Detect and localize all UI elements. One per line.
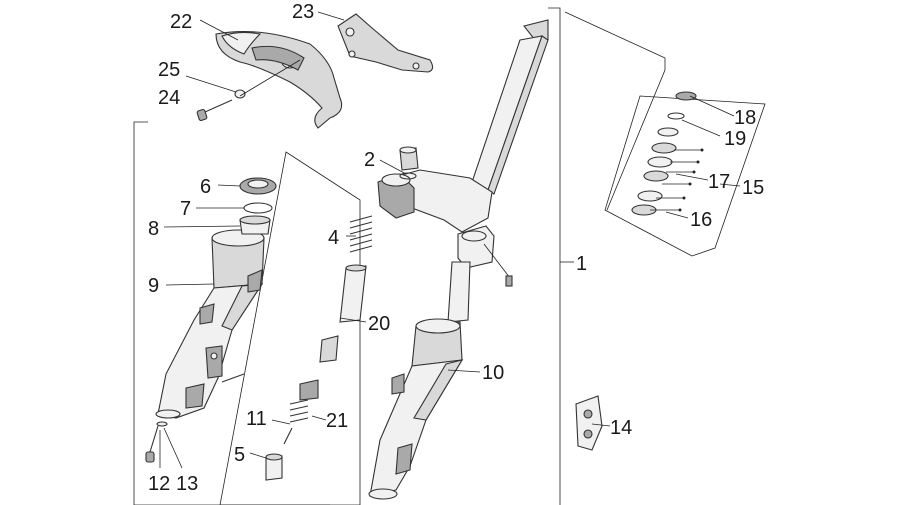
steering-column-1 <box>377 19 549 287</box>
sleeve-part <box>319 335 339 363</box>
callout-18: 18 <box>734 107 756 129</box>
callout-numbers: 1 2 4 5 6 7 8 9 10 11 12 13 14 15 16 17 … <box>148 1 764 495</box>
washer-13 <box>156 421 168 427</box>
callout-10: 10 <box>482 362 504 384</box>
rod-11 <box>283 427 293 445</box>
bracket-fork-internals <box>219 151 361 505</box>
callout-2: 2 <box>364 149 375 171</box>
callout-16: 16 <box>690 209 712 231</box>
screw-24 <box>196 99 233 122</box>
callout-15: 15 <box>742 177 764 199</box>
bracket-steering-bearing-kit <box>564 11 766 257</box>
callout-9: 9 <box>148 275 159 297</box>
bush-5 <box>265 453 283 481</box>
callout-19: 19 <box>724 128 746 150</box>
callout-22: 22 <box>170 11 192 33</box>
callout-21: 21 <box>326 410 348 432</box>
callout-5: 5 <box>234 444 245 466</box>
callout-6: 6 <box>200 176 211 198</box>
callout-14: 14 <box>610 417 632 439</box>
bracket-part-1 <box>548 7 574 505</box>
bracket-left-fork <box>133 121 330 505</box>
callout-20: 20 <box>368 313 390 335</box>
callout-11: 11 <box>246 408 267 430</box>
callout-23: 23 <box>292 1 314 23</box>
callout-12: 12 <box>148 473 170 495</box>
bearing-kit-15 <box>631 91 704 216</box>
bracket-23 <box>337 13 434 73</box>
callout-4: 4 <box>328 227 339 249</box>
leader-lines <box>159 11 741 469</box>
valve-21 <box>289 379 319 423</box>
bushing-8 <box>239 215 271 235</box>
damper-tube-20 <box>339 264 367 323</box>
fork-leg-9 <box>155 229 265 419</box>
callout-13: 13 <box>176 473 198 495</box>
callout-24: 24 <box>158 87 180 109</box>
bolt-12 <box>145 425 159 463</box>
callout-1: 1 <box>576 253 587 275</box>
seal-6 <box>239 177 277 195</box>
bracket-14 <box>575 395 603 451</box>
washer-25 <box>234 89 246 99</box>
headlight-support-22 <box>215 30 343 129</box>
callout-8: 8 <box>148 218 159 240</box>
ring-7 <box>243 202 273 214</box>
spring-4 <box>349 215 373 253</box>
cap-2 <box>399 146 419 180</box>
callout-17: 17 <box>708 171 730 193</box>
callout-25: 25 <box>158 59 180 81</box>
callout-7: 7 <box>180 198 191 220</box>
fork-leg-10 <box>368 261 471 500</box>
